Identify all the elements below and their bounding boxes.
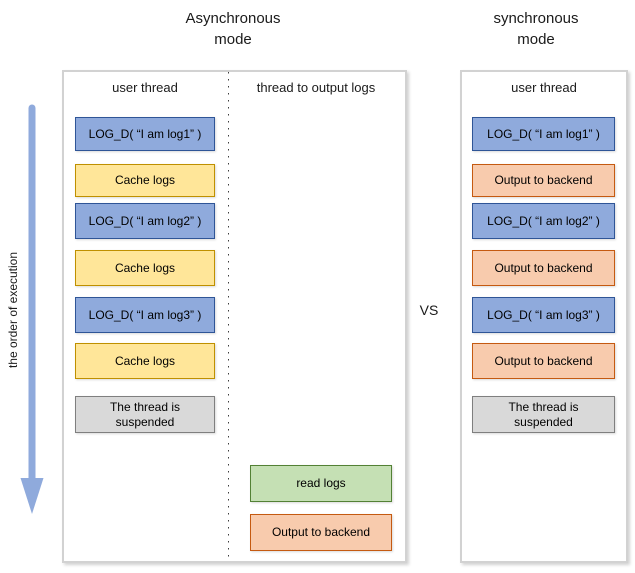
async-user-thread-header: user thread: [112, 80, 178, 95]
arrow-head: [20, 478, 44, 514]
async-user-step-cache1: Cache logs: [75, 164, 215, 197]
sync-step-suspended: The thread is suspended: [472, 396, 615, 433]
execution-order-label: the order of execution: [6, 251, 20, 369]
async-user-step-cache3: Cache logs: [75, 343, 215, 379]
async-mode-title: Asynchronous mode: [185, 10, 281, 48]
async-user-step-log2: LOG_D( “I am log2” ): [75, 203, 215, 239]
sync-step-output1: Output to backend: [472, 164, 615, 197]
sync-step-log2: LOG_D( “I am log2” ): [472, 203, 615, 239]
async-output-step-read: read logs: [250, 465, 392, 502]
sync-step-output3: Output to backend: [472, 343, 615, 379]
async-user-step-cache2: Cache logs: [75, 250, 215, 286]
thread-divider: [228, 72, 229, 561]
async-output-step-backend: Output to backend: [250, 514, 392, 551]
async-user-step-suspended: The thread is suspended: [75, 396, 215, 433]
async-output-thread-header: thread to output logs: [256, 80, 376, 95]
async-user-step-log1: LOG_D( “I am log1” ): [75, 117, 215, 151]
sync-mode-title: synchronous mode: [493, 10, 579, 48]
sync-user-thread-header: user thread: [511, 80, 577, 95]
sync-step-output2: Output to backend: [472, 250, 615, 286]
sync-step-log3: LOG_D( “I am log3” ): [472, 297, 615, 333]
async-panel: user thread thread to output logs LOG_D(…: [62, 70, 407, 563]
sync-step-log1: LOG_D( “I am log1” ): [472, 117, 615, 151]
vs-label: VS: [419, 302, 439, 318]
sync-panel: user thread LOG_D( “I am log1” ) Output …: [460, 70, 628, 563]
execution-order-arrow: [20, 104, 44, 514]
async-user-step-log3: LOG_D( “I am log3” ): [75, 297, 215, 333]
